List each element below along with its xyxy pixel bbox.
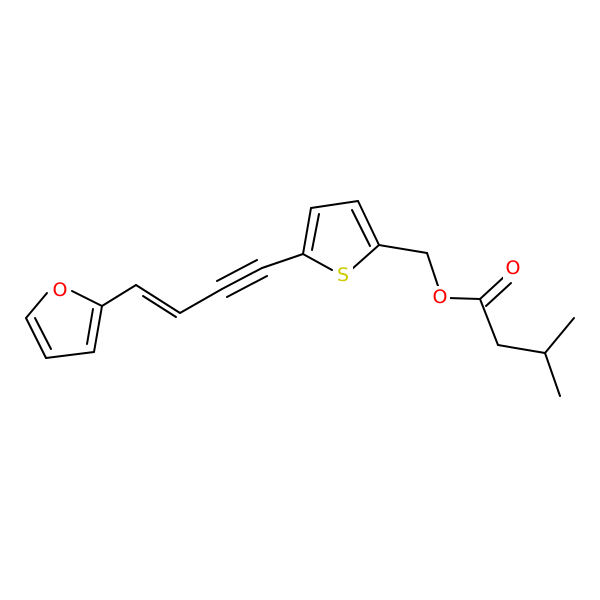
bond [179,288,223,314]
bond [479,275,506,300]
bond [544,352,561,397]
atom-o-furan: O [50,279,70,301]
bond [310,200,359,209]
bond [71,290,103,307]
oxygen-label: O [506,257,521,279]
bond [485,282,512,307]
bond [426,252,439,287]
bond [45,351,95,359]
ester-chain [378,244,575,397]
bond [226,275,268,298]
bond [351,209,371,247]
bond [93,305,103,353]
atom-o-carbonyl: O [503,257,523,279]
bond [351,244,380,270]
bond [34,317,52,350]
oxygen-label: O [53,279,68,301]
bond [135,284,181,314]
bond [311,213,320,251]
bond [86,308,94,345]
bond [302,253,333,271]
bond [216,259,258,282]
sulfur-label: S [337,264,349,286]
butenyne-chain [101,253,304,318]
bond [447,297,481,300]
atom-o-ester: O [430,286,450,308]
bond [479,298,499,346]
bond [497,344,546,354]
bond [101,284,137,307]
bond [378,244,428,254]
bond [544,317,575,354]
thiophene-ring [302,200,380,271]
furan-ring [25,290,103,359]
bond [221,267,263,290]
bond [261,253,304,269]
bond [25,317,47,359]
bond [142,295,177,318]
bond [302,207,312,255]
bond [25,292,48,319]
oxygen-label: O [433,286,448,308]
bond [357,200,380,246]
atom-s-thiophene: S [333,264,353,286]
